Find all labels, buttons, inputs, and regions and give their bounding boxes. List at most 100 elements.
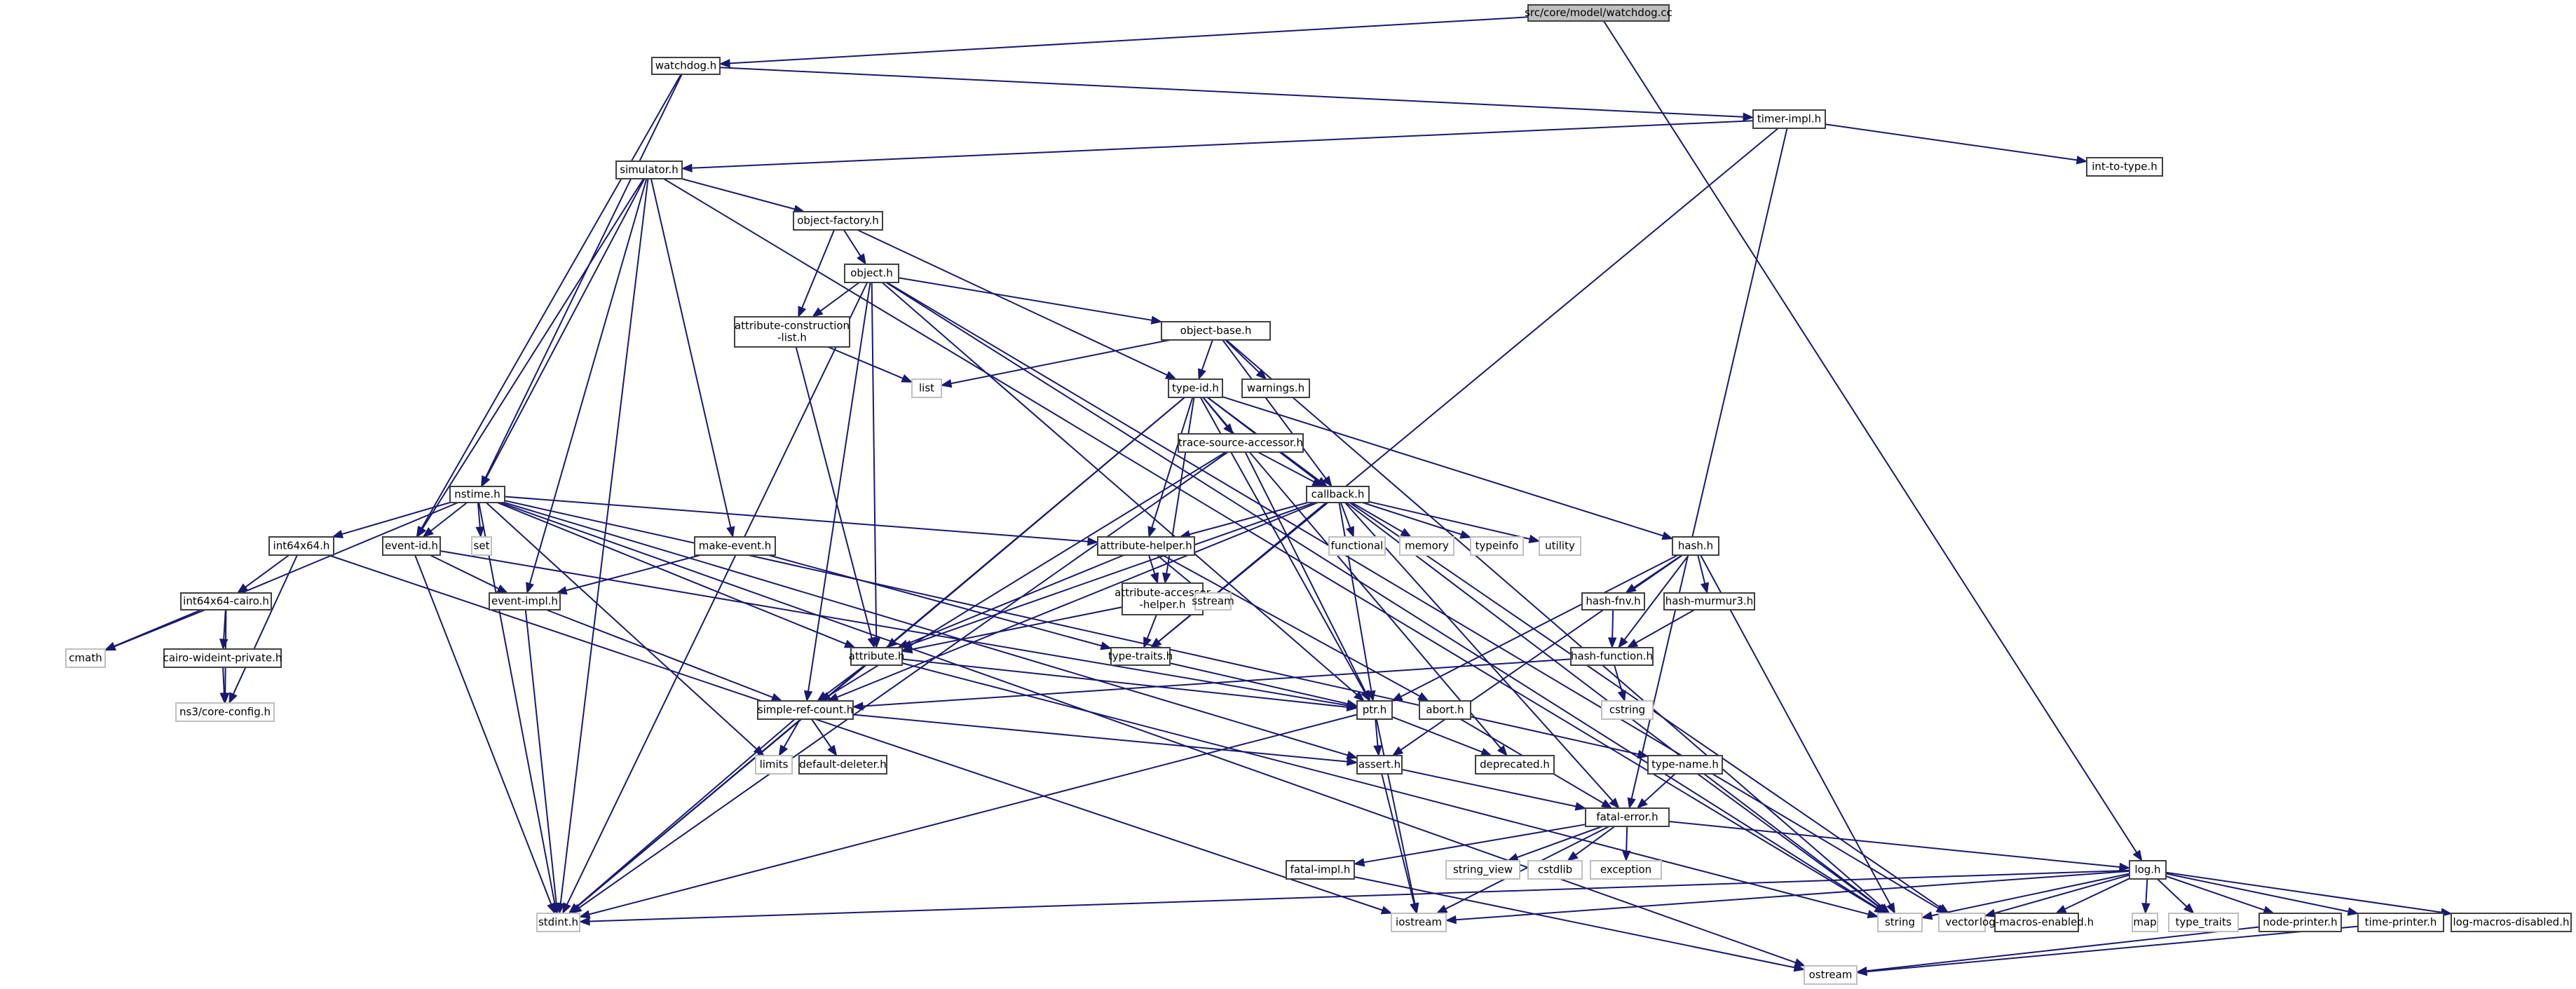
- edge-watchdog-h-to-event-id-h: [421, 74, 682, 529]
- node-cmath: cmath: [65, 648, 106, 668]
- node-box: [1178, 433, 1304, 453]
- node-int-to-type-h[interactable]: int-to-type.h: [2086, 157, 2163, 177]
- node-time-printer-h[interactable]: time-printer.h: [2357, 913, 2444, 932]
- node-type-id-h[interactable]: type-id.h: [1168, 378, 1223, 398]
- arrowhead-stdint-h: [562, 902, 571, 915]
- edge-simulator-h-to-nstime-h: [485, 178, 646, 479]
- arrowhead-simple-ref-count-h: [852, 702, 864, 711]
- node-log-h[interactable]: log.h: [2129, 860, 2167, 880]
- node-attribute-h[interactable]: attribute.h: [849, 647, 905, 666]
- node-hash-fnv-h[interactable]: hash-fnv.h: [1581, 592, 1645, 611]
- edge-log-h-to-stdint-h: [589, 869, 2130, 922]
- arrowhead-watchdog-h: [718, 59, 730, 68]
- node-int64x64-cairo-h[interactable]: int64x64-cairo.h: [180, 592, 272, 611]
- edge-node-printer-h-to-ostream: [1866, 926, 2260, 972]
- arrowhead-ptr-h: [1391, 693, 1403, 702]
- node-node-printer-h[interactable]: node-printer.h: [2258, 913, 2342, 932]
- node-box: [1168, 378, 1223, 398]
- node-box: [1122, 582, 1204, 615]
- edge-timer-impl-h-to-int-to-type-h: [1825, 123, 2078, 161]
- node-log-macros-enabled-h[interactable]: log-macros-enabled.h: [1979, 913, 2094, 932]
- node-timer-impl-h[interactable]: timer-impl.h: [1752, 109, 1826, 129]
- edge-make-event-h-to-type-traits-h: [768, 554, 1102, 647]
- node-simulator-h[interactable]: simulator.h: [615, 161, 683, 179]
- node-ptr-h[interactable]: ptr.h: [1356, 700, 1393, 720]
- node-box: [755, 755, 793, 775]
- node-box: [844, 264, 899, 283]
- arrowhead-event-id-h: [422, 527, 434, 538]
- node-event-impl-h[interactable]: event-impl.h: [489, 592, 561, 611]
- edge-hash-h-to-string: [1700, 554, 1891, 906]
- node-box: [1356, 700, 1393, 720]
- node-fatal-error-h[interactable]: fatal-error.h: [1585, 807, 1670, 827]
- node-default-deleter-h[interactable]: default-deleter.h: [798, 755, 887, 775]
- node-deprecated-h[interactable]: deprecated.h: [1475, 755, 1555, 775]
- edge-object-h-to-string: [885, 282, 1878, 909]
- edge-hash-h-to-hash-function-h: [1623, 554, 1689, 641]
- node-label: hash-function.h: [1571, 650, 1653, 662]
- node-watchdog-h[interactable]: watchdog.h: [651, 57, 721, 75]
- node-label: hash-murmur3.h: [1665, 595, 1754, 608]
- node-fatal-impl-h[interactable]: fatal-impl.h: [1286, 860, 1355, 880]
- node-string: string: [1877, 913, 1923, 932]
- node-box: [850, 647, 903, 666]
- node-watchdog-cc[interactable]: src/core/model/watchdog.cc: [1525, 4, 1672, 22]
- node-trace-source-accessor-h[interactable]: trace-source-accessor.h: [1178, 433, 1304, 453]
- node-label: trace-source-accessor.h: [1178, 437, 1303, 449]
- arrowhead-int64x64-h: [332, 529, 344, 538]
- edge-attr-constr-list-h-to-attribute-h: [795, 346, 873, 639]
- node-simple-ref-count-h[interactable]: simple-ref-count.h: [757, 700, 854, 720]
- node-attr-constr-list-h[interactable]: attribute-construction-list.h: [734, 316, 850, 348]
- node-label: object.h: [850, 267, 893, 280]
- arrowhead-assert-h: [1346, 751, 1358, 760]
- edge-object-h-to-simple-ref-count-h: [807, 282, 871, 692]
- node-label: hash.h: [1678, 540, 1713, 552]
- node-object-factory-h[interactable]: object-factory.h: [793, 211, 883, 231]
- node-label: callback.h: [1311, 488, 1365, 500]
- node-abort-h[interactable]: abort.h: [1419, 700, 1471, 720]
- node-nstime-h[interactable]: nstime.h: [449, 486, 505, 503]
- edge-log-h-to-map: [2145, 878, 2148, 904]
- edge-simulator-h-to-stdint-h: [559, 178, 649, 904]
- node-object-base-h[interactable]: object-base.h: [1161, 321, 1271, 341]
- node-warnings-h[interactable]: warnings.h: [1241, 378, 1310, 398]
- node-box: [2357, 913, 2444, 932]
- node-label: map: [2133, 916, 2156, 929]
- node-box: [911, 378, 942, 398]
- node-assert-h[interactable]: assert.h: [1356, 755, 1403, 775]
- node-label: cairo-wideint-private.h: [163, 652, 282, 664]
- edge-callback-h-to-fatal-error-h: [1344, 502, 1614, 802]
- node-event-id-h[interactable]: event-id.h: [382, 536, 441, 556]
- node-int64x64-h[interactable]: int64x64.h: [268, 536, 334, 556]
- edge-attr-accessor-helper-h-to-attribute-h: [911, 606, 1123, 650]
- node-object-h[interactable]: object.h: [844, 264, 899, 283]
- node-log-macros-disabled-h[interactable]: log-macros-disabled.h: [2451, 913, 2572, 932]
- edge-log-h-to-string: [1931, 873, 2130, 917]
- arrowhead-make-event-h: [726, 526, 735, 538]
- arrowhead-core-config-h: [229, 692, 238, 704]
- node-hash-function-h[interactable]: hash-function.h: [1570, 647, 1654, 666]
- edge-log-h-to-iostream: [1455, 870, 2130, 921]
- node-type-traits-h[interactable]: type-traits.h: [1108, 647, 1173, 666]
- edge-object-base-h-to-string: [1225, 339, 1883, 908]
- node-functional: functional: [1328, 536, 1386, 556]
- arrowhead-event-impl-h: [496, 585, 509, 594]
- arrowhead-simulator-h: [681, 163, 693, 173]
- node-label: timer-impl.h: [1757, 113, 1821, 125]
- node-attr-accessor-helper-h[interactable]: attribute-accessor-helper.h: [1115, 582, 1211, 615]
- arrowhead-stdint-h: [552, 902, 561, 915]
- arrowhead-string-view: [1506, 853, 1519, 861]
- edge-fatal-impl-h-to-ostream: [1354, 876, 1795, 969]
- node-callback-h[interactable]: callback.h: [1306, 486, 1370, 503]
- node-hash-h[interactable]: hash.h: [1672, 536, 1719, 556]
- node-box: [1539, 536, 1581, 556]
- node-hash-murmur3-h[interactable]: hash-murmur3.h: [1663, 592, 1755, 611]
- node-type-name-h[interactable]: type-name.h: [1647, 755, 1723, 775]
- node-cairo-wideint-h[interactable]: cairo-wideint-private.h: [163, 648, 282, 668]
- edge-int64x64-h-to-core-config-h: [232, 554, 298, 695]
- node-attribute-helper-h[interactable]: attribute-helper.h: [1097, 536, 1195, 556]
- node-box: [1590, 860, 1662, 880]
- node-label: int64x64.h: [273, 540, 330, 552]
- edge-event-impl-h-to-stdint-h: [524, 609, 557, 904]
- node-make-event-h[interactable]: make-event.h: [694, 536, 776, 556]
